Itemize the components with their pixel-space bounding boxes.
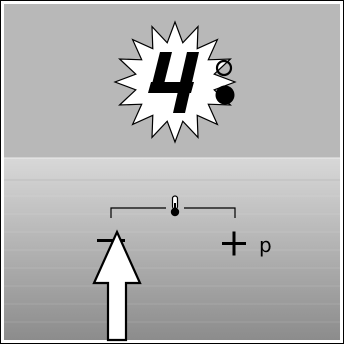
plus-button[interactable]: [218, 228, 250, 260]
digit-display: [148, 52, 199, 113]
minus-button[interactable]: [94, 230, 130, 254]
temperature-bracket: [110, 207, 236, 218]
indicator-dot-off: [215, 59, 233, 77]
up-arrow-icon: [92, 229, 142, 342]
indicator-dot-on: [215, 85, 235, 105]
thermometer-icon: [170, 195, 180, 217]
segment-middle: [148, 82, 194, 93]
p-label: p: [259, 233, 272, 257]
control-strip: [4, 158, 340, 340]
minus-icon: [97, 239, 125, 242]
strip-banding: [4, 195, 340, 323]
